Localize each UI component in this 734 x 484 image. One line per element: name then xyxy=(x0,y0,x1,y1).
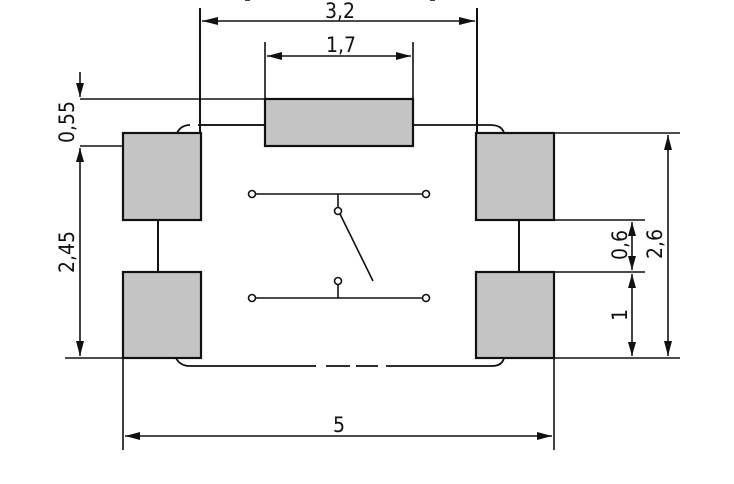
package-body-outline xyxy=(175,124,505,367)
dimension-gap: 0,6 xyxy=(608,222,636,270)
pad-center-top xyxy=(263,97,415,148)
terminal-node xyxy=(247,189,257,199)
dimension-label-gap: 0,6 xyxy=(608,230,632,260)
dimension-top-width: 3,2 xyxy=(199,0,478,133)
dimension-center-pad-height: 0,55 xyxy=(55,72,265,165)
pad-bottom-left xyxy=(121,270,203,360)
terminal-node xyxy=(333,276,343,286)
dimension-left-height: 2,45 xyxy=(55,165,123,359)
dimension-label-top-width: 3,2 xyxy=(325,0,355,23)
switch-lever xyxy=(339,213,374,282)
terminal-node xyxy=(333,206,343,216)
dimension-label-right-height: 2,6 xyxy=(643,229,667,259)
dimension-label-left-height: 2,45 xyxy=(55,231,79,273)
switch-symbol xyxy=(247,189,431,303)
pad-bottom-right xyxy=(474,270,556,360)
dimension-overall-width: 5 xyxy=(122,358,555,450)
dimension-pad-height: 1 xyxy=(608,274,636,356)
terminal-node xyxy=(421,189,431,199)
dimension-right-extensions xyxy=(554,132,680,359)
dimension-right-height: 2,6 xyxy=(643,135,672,356)
dimension-label-overall-width: 5 xyxy=(333,413,345,437)
dimension-label-pad-height: 1 xyxy=(608,309,632,321)
terminal-node xyxy=(247,293,257,303)
pad-top-right xyxy=(474,131,556,222)
dimension-label-center-pad-height: 0,55 xyxy=(55,101,79,143)
dimension-label-center-pad-width: 1,7 xyxy=(326,33,356,57)
terminal-node xyxy=(421,293,431,303)
dimension-center-pad-width: 1,7 xyxy=(264,33,414,99)
pad-top-left xyxy=(121,131,203,222)
